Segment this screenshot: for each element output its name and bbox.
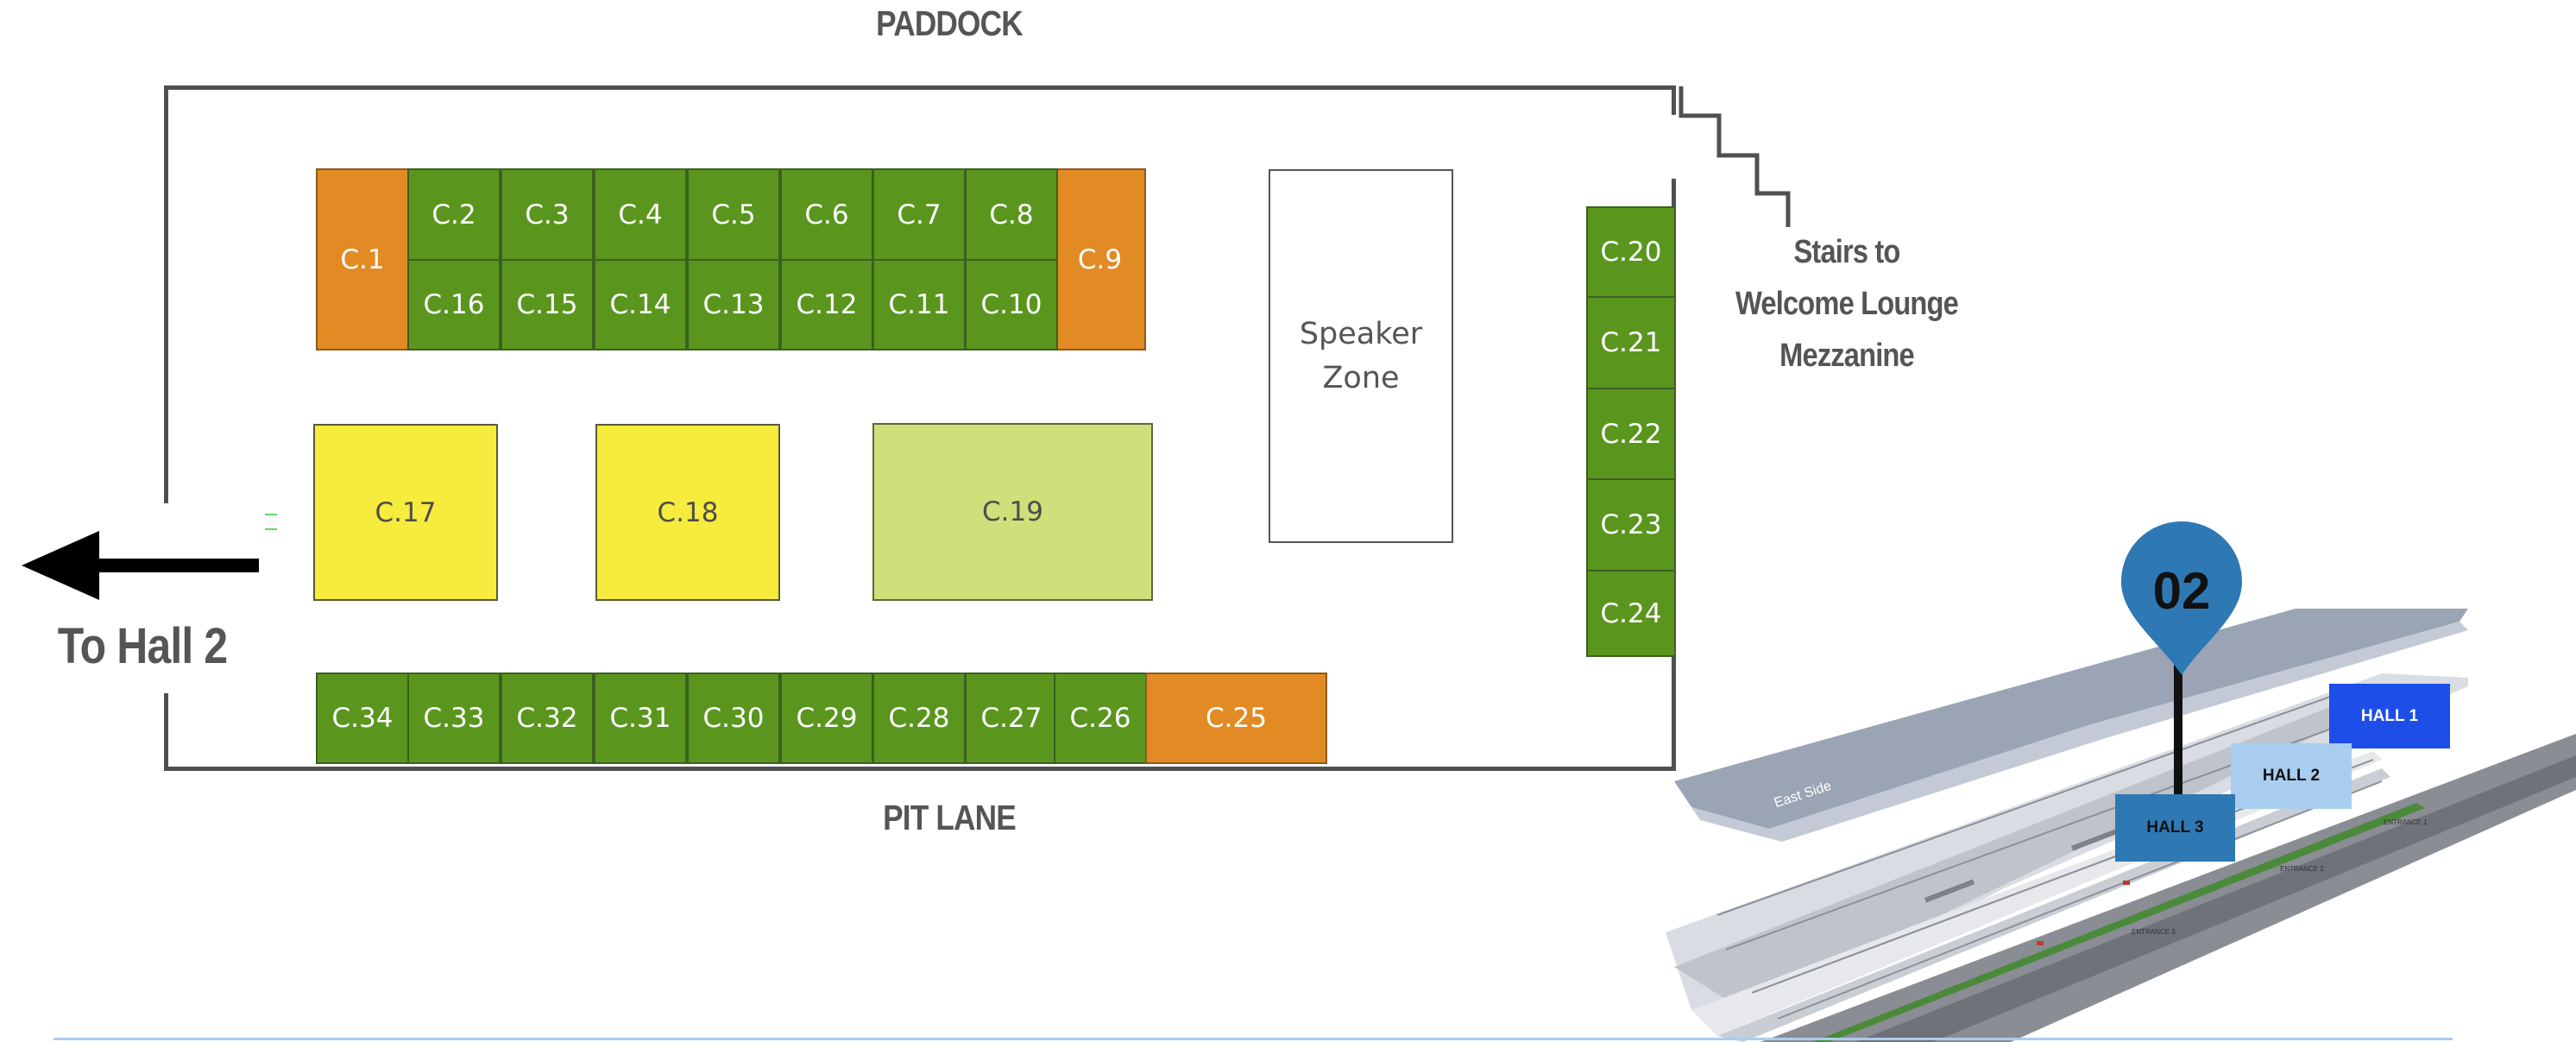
booth-c33[interactable]: C.33 xyxy=(407,673,501,764)
stairs-icon xyxy=(1678,86,1791,227)
booth-c30[interactable]: C.30 xyxy=(687,673,780,764)
stairs-label: Stairs to Welcome Lounge Mezzanine xyxy=(1713,226,1981,382)
location-pin-icon xyxy=(2121,521,2242,675)
booth-c4[interactable]: C.4 xyxy=(594,168,687,261)
booth-c23[interactable]: C.23 xyxy=(1586,478,1676,572)
booth-c3[interactable]: C.3 xyxy=(501,168,594,261)
wall-right-upper xyxy=(1672,85,1676,115)
hall-1-label: HALL 1 xyxy=(2360,706,2419,725)
pit-lane-label: PIT LANE xyxy=(883,798,1017,837)
wall-bottom xyxy=(164,767,1676,771)
map-entrance-3-label: ENTRANCE 3 xyxy=(2132,928,2176,936)
hall-2-box[interactable]: HALL 2 xyxy=(2231,743,2352,809)
booth-c18[interactable]: C.18 xyxy=(595,424,780,601)
booth-c6[interactable]: C.6 xyxy=(780,168,873,261)
booth-c12[interactable]: C.12 xyxy=(780,259,873,350)
pin-stem xyxy=(2174,656,2182,794)
small-marker-icon xyxy=(265,528,277,530)
booth-c16[interactable]: C.16 xyxy=(407,259,501,350)
bottom-divider xyxy=(54,1038,2453,1040)
booth-c7[interactable]: C.7 xyxy=(872,168,966,261)
booth-c26[interactable]: C.26 xyxy=(1054,673,1147,764)
speaker-zone[interactable]: Speaker Zone xyxy=(1269,169,1453,543)
booth-c8[interactable]: C.8 xyxy=(965,168,1058,261)
booth-c14[interactable]: C.14 xyxy=(594,259,687,350)
booth-c2[interactable]: C.2 xyxy=(407,168,501,261)
booth-c21[interactable]: C.21 xyxy=(1586,296,1676,389)
booth-c9[interactable]: C.9 xyxy=(1054,168,1146,350)
booth-c20[interactable]: C.20 xyxy=(1586,206,1676,298)
wall-left-lower xyxy=(164,693,168,771)
booth-c25[interactable]: C.25 xyxy=(1145,673,1327,764)
booth-c29[interactable]: C.29 xyxy=(780,673,873,764)
booth-c11[interactable]: C.11 xyxy=(872,259,966,350)
booth-c32[interactable]: C.32 xyxy=(501,673,594,764)
wall-left-upper xyxy=(164,85,168,503)
booth-c10[interactable]: C.10 xyxy=(965,259,1058,350)
venue-overview-map xyxy=(1666,609,2576,1042)
to-hall-2-label: To Hall 2 xyxy=(57,618,228,674)
booth-c17[interactable]: C.17 xyxy=(313,424,498,601)
map-entrance-1-label: ENTRANCE 1 xyxy=(2384,818,2428,826)
hall-3-box[interactable]: HALL 3 xyxy=(2115,794,2235,862)
arrow-left-icon xyxy=(22,531,259,600)
booth-c31[interactable]: C.31 xyxy=(594,673,687,764)
booth-c34[interactable]: C.34 xyxy=(316,673,409,764)
booth-c28[interactable]: C.28 xyxy=(872,673,966,764)
booth-c5[interactable]: C.5 xyxy=(687,168,780,261)
stairs-label-line1: Stairs to xyxy=(1793,234,1900,270)
small-marker-icon xyxy=(265,514,277,515)
hall-2-label: HALL 2 xyxy=(2262,767,2321,785)
hall-1-box[interactable]: HALL 1 xyxy=(2329,684,2450,748)
stairs-label-line3: Mezzanine xyxy=(1779,338,1915,374)
booth-c19[interactable]: C.19 xyxy=(872,423,1153,601)
map-entrance-2-label: ENTRANCE 2 xyxy=(2280,865,2324,873)
booth-c22[interactable]: C.22 xyxy=(1586,388,1676,480)
booth-c27[interactable]: C.27 xyxy=(965,673,1058,764)
speaker-zone-label: Speaker Zone xyxy=(1299,316,1423,395)
booth-c15[interactable]: C.15 xyxy=(501,259,594,350)
paddock-label: PADDOCK xyxy=(876,3,1023,43)
pin-number: 02 xyxy=(2152,562,2211,620)
booth-c13[interactable]: C.13 xyxy=(687,259,780,350)
stairs-label-line2: Welcome Lounge xyxy=(1735,286,1959,322)
booth-c1[interactable]: C.1 xyxy=(316,168,409,350)
hall-3-label: HALL 3 xyxy=(2146,818,2204,837)
booth-c24[interactable]: C.24 xyxy=(1586,570,1676,657)
wall-top xyxy=(164,85,1676,90)
